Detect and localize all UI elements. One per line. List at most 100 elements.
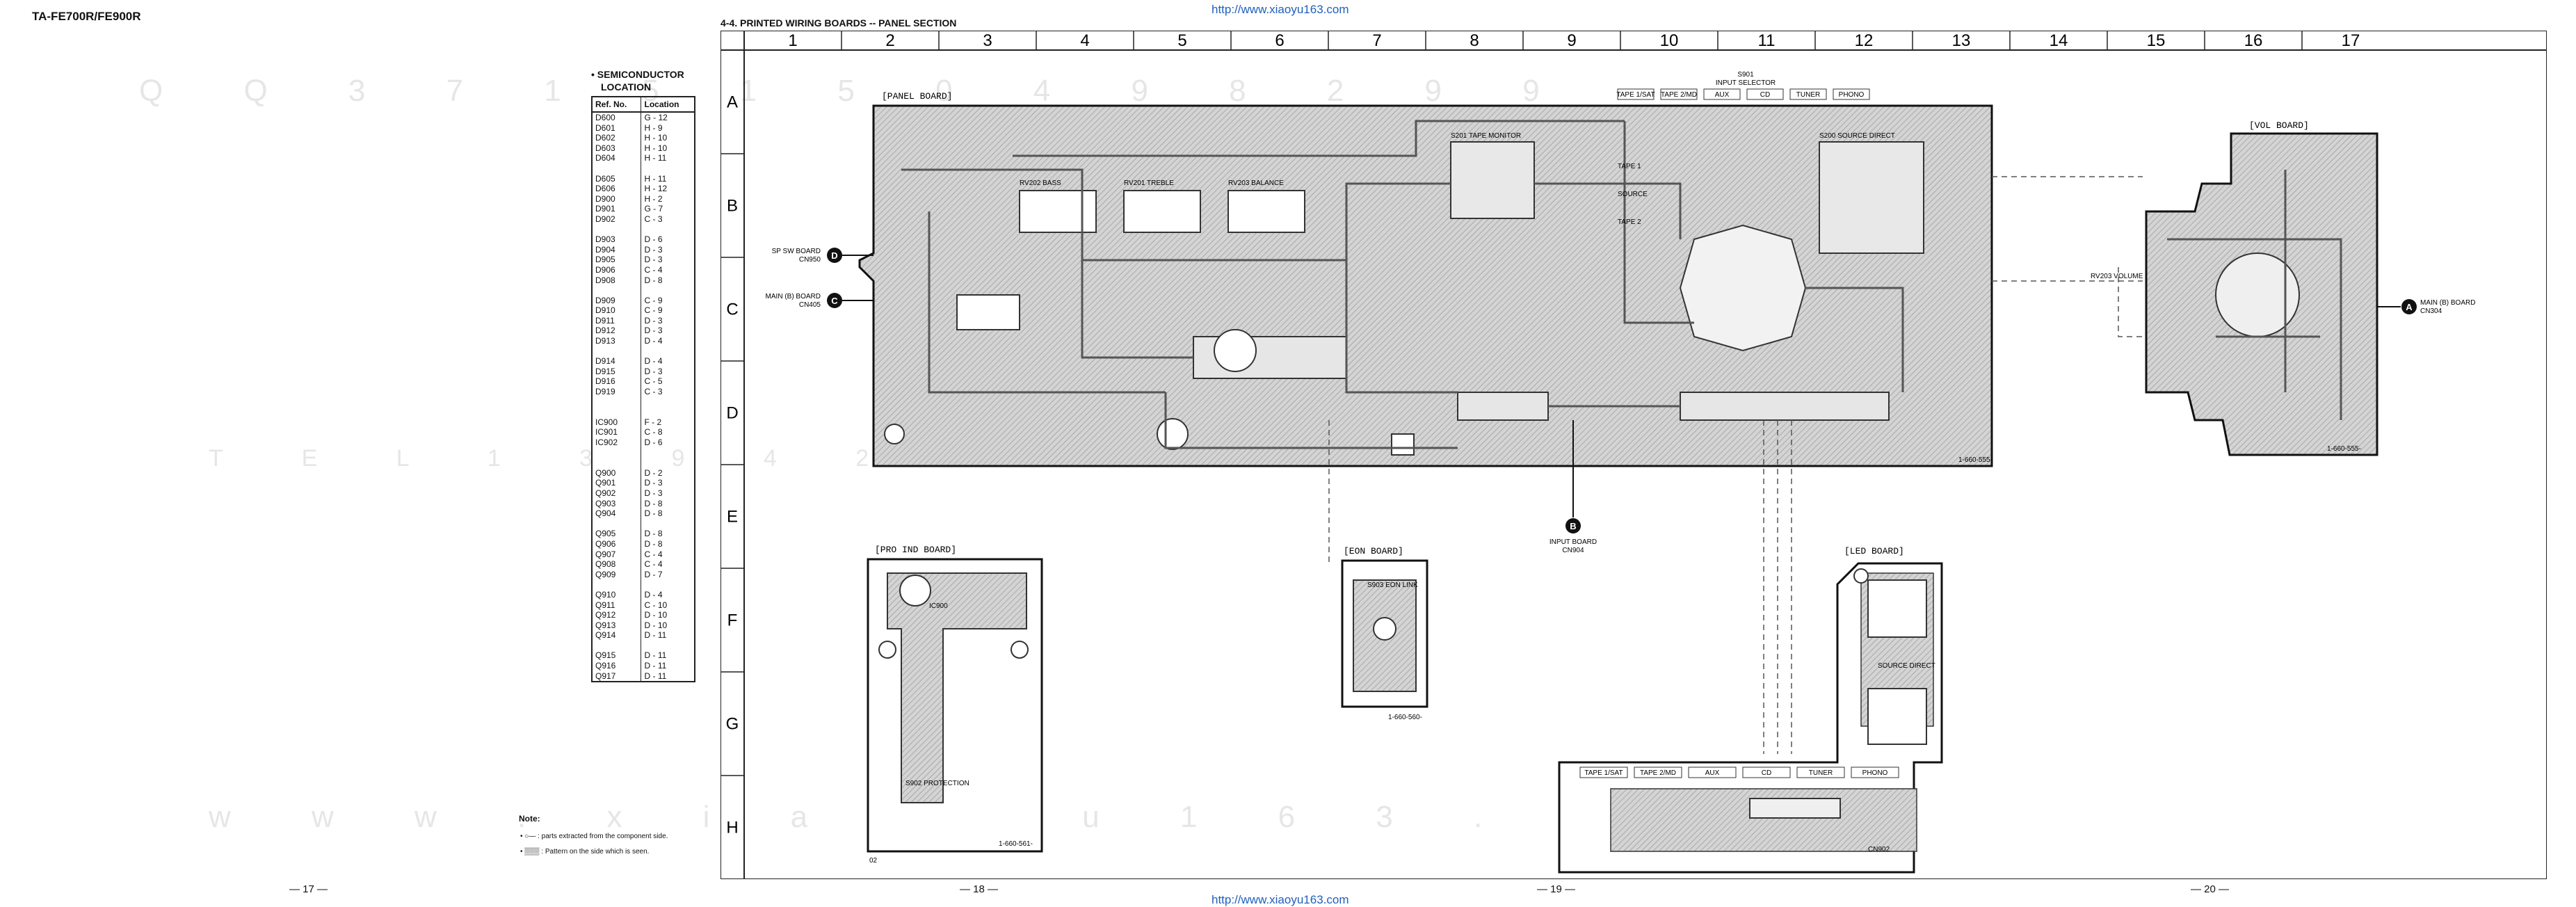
cross-reference-lines [1328, 176, 2188, 754]
table-cell-location: D - 11 [641, 650, 695, 661]
selector-position-box [1789, 88, 1827, 100]
led-connector-label: CN902 [1868, 846, 1890, 853]
table-cell-location [641, 285, 695, 296]
page-number-18: — 18 — [960, 883, 999, 895]
table-cell-ref: Q910 [595, 589, 616, 600]
table-cell-ref: Q914 [595, 630, 616, 641]
table-cell-ref: Q904 [595, 508, 616, 519]
table-cell-ref: Q916 [595, 661, 616, 671]
table-cell-location: D - 11 [641, 630, 695, 641]
table-cell-ref: D912 [595, 326, 615, 336]
main-a-connector-text2: CN304 [2420, 307, 2442, 315]
eon-switch-circle [1373, 617, 1396, 641]
table-cell-location: H - 10 [641, 143, 695, 154]
panel-mount-hole [884, 424, 905, 444]
page-number-17: — 17 — [289, 883, 328, 895]
bass-label: RV202 BASS [1020, 179, 1061, 187]
note-line-1: • ○— : parts extracted from the componen… [520, 833, 668, 840]
input-selector-rotary-outline [1679, 224, 1807, 352]
table-cell-ref: D905 [595, 255, 615, 265]
table-cell-location: H - 9 [641, 122, 695, 134]
table-cell-ref: IC900 [595, 417, 618, 427]
column-label: 1 [788, 31, 797, 50]
table-cell-location: D - 3 [641, 488, 695, 499]
tape-monitor-switch-outline [1450, 141, 1535, 219]
table-cell-location: D - 3 [641, 244, 695, 255]
selector-position-box [1746, 88, 1784, 100]
source-direct-led-label: SOURCE DIRECT [1878, 662, 1935, 670]
input-b-connector-letter: B [1570, 521, 1576, 531]
pro-ind-component-circle [899, 575, 931, 607]
panel-connector-row-1 [1457, 392, 1549, 421]
table-cell-location: D - 10 [641, 610, 695, 620]
selector-position: TAPE 2/MD [1661, 91, 1697, 99]
source-direct-switch-outline [1819, 141, 1924, 254]
pro-ind-mount-hole-2 [1011, 641, 1029, 659]
table-cell-ref: D904 [595, 244, 615, 255]
table-cell-location [641, 458, 695, 468]
row-label: G [726, 715, 739, 734]
note-line-1-text: : parts extracted from the component sid… [538, 833, 668, 840]
table-cell-location: H - 11 [641, 173, 695, 184]
table-cell-ref: Q911 [595, 600, 615, 610]
table-cell-ref [592, 458, 641, 468]
selector-ref: S901 [1737, 71, 1754, 79]
column-label: 15 [2147, 31, 2166, 50]
table-cell-ref: D602 [595, 133, 615, 143]
column-label: 17 [2342, 31, 2360, 50]
column-label: 8 [1470, 31, 1479, 50]
sp-sw-connector-text1: SP SW BOARD [772, 248, 821, 255]
input-b-connector-marker [1565, 518, 1581, 533]
column-label: 12 [1855, 31, 1874, 50]
table-cell-ref [592, 519, 641, 529]
note-line-2-text: : Pattern on the side which is seen. [541, 848, 650, 856]
table-cell-ref: D601 [595, 122, 615, 133]
table-cell-ref: Q902 [595, 488, 616, 498]
table-cell-ref: D903 [595, 234, 615, 245]
page-number-20: — 20 — [2191, 883, 2230, 895]
panel-traces [901, 120, 1904, 449]
sp-sw-connector-letter: D [831, 250, 837, 261]
led-selector-label: PHONO [1862, 769, 1888, 777]
table-cell-ref: D908 [595, 275, 615, 285]
panel-mount-hole-2 [1157, 418, 1189, 450]
table-cell-location: D - 8 [641, 498, 695, 509]
table-cell-ref: D910 [595, 305, 615, 316]
table-cell-location: D - 10 [641, 620, 695, 631]
table-cell-location [641, 518, 695, 529]
table-cell-ref: D916 [595, 376, 615, 387]
tape2-label: TAPE 2 [1618, 218, 1641, 226]
table-cell-location: C - 4 [641, 264, 695, 275]
main-c-connector: C MAIN (B) BOARD CN405 [766, 293, 874, 309]
table-cell-location: F - 2 [641, 417, 695, 428]
row-label: H [726, 819, 738, 837]
column-label: 5 [1177, 31, 1186, 50]
column-label: 10 [1660, 31, 1679, 50]
table-cell-ref: Q917 [595, 671, 616, 681]
main-a-connector-text1: MAIN (B) BOARD [2420, 299, 2475, 307]
table-cell-ref: Q905 [595, 529, 616, 539]
table-cell-location: C - 9 [641, 295, 695, 306]
table-row: D603 H - 10 [592, 143, 695, 154]
table-cell-ref: D603 [595, 143, 615, 153]
pro-ind-mount-hole [878, 641, 896, 659]
panel-connector-row-2 [1680, 392, 1890, 421]
led-selector-label: TAPE 1/SAT [1584, 769, 1623, 777]
table-cell-location [641, 224, 695, 235]
